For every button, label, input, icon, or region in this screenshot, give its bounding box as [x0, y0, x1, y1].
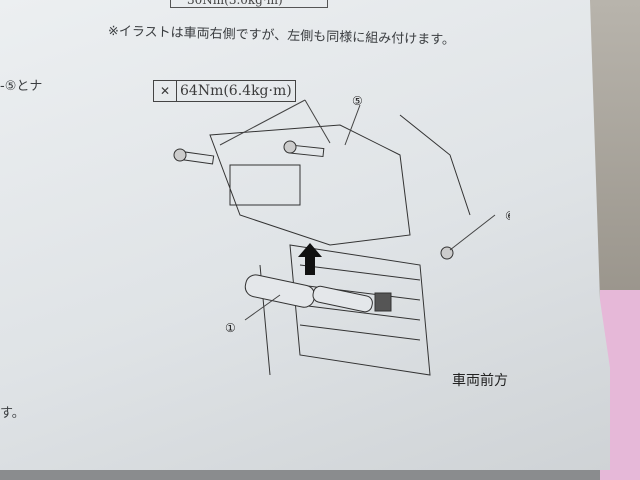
top-torque-spec: 30Nm(3.0kg·m) [170, 0, 328, 8]
arrow-up-icon [298, 243, 322, 275]
vehicle-front-label: 車両前方 [452, 373, 508, 389]
torque-value: 64Nm(6.4kg·m) [180, 83, 292, 99]
callout-6: ⑥ [505, 209, 510, 223]
bracket-drawing [209, 114, 471, 376]
wrench-icon: ✕ [154, 81, 177, 101]
illustration-note: ※イラストは車両右側ですが、左側も同様に組み付けます。 [107, 24, 456, 49]
damper-part-1 [244, 274, 392, 313]
side-text: -⑤とナ [0, 79, 43, 94]
instruction-sheet: 30Nm(3.0kg·m) ※イラストは車両右側ですが、左側も同様に組み付けます… [0, 0, 610, 470]
assembly-diagram: ⑤ ⑥ ① [173, 95, 510, 376]
callout-1: ① [225, 321, 236, 335]
bottom-text: す。 [0, 406, 25, 421]
bolt-5 [283, 140, 325, 158]
torque-spec-box: ✕ 64Nm(6.4kg·m) [153, 80, 296, 102]
callout-5: ⑤ [352, 95, 363, 108]
bolt-left [173, 148, 215, 165]
